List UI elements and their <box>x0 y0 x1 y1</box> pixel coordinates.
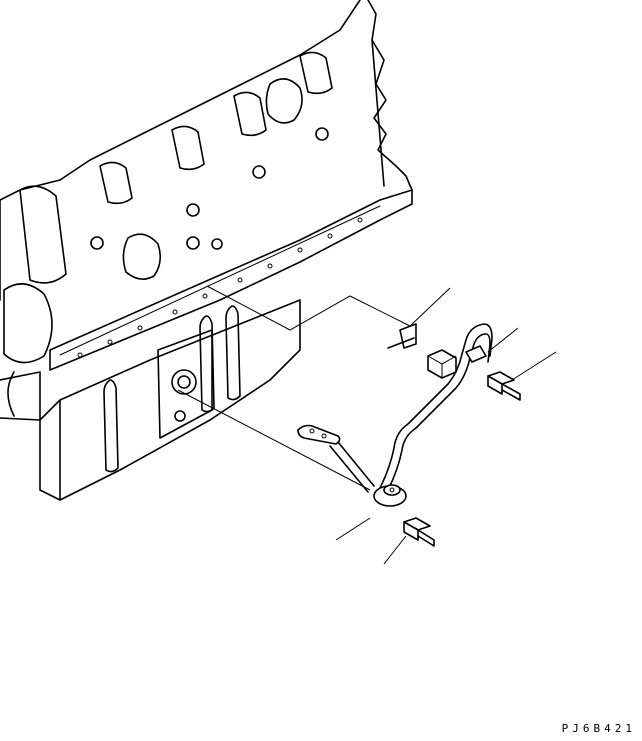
oil-pan <box>39 299 301 501</box>
drawing-code: PJ6B421 <box>561 722 636 735</box>
engine-block <box>0 0 413 421</box>
leader-lines <box>177 285 557 565</box>
sensor-harness <box>297 323 521 547</box>
